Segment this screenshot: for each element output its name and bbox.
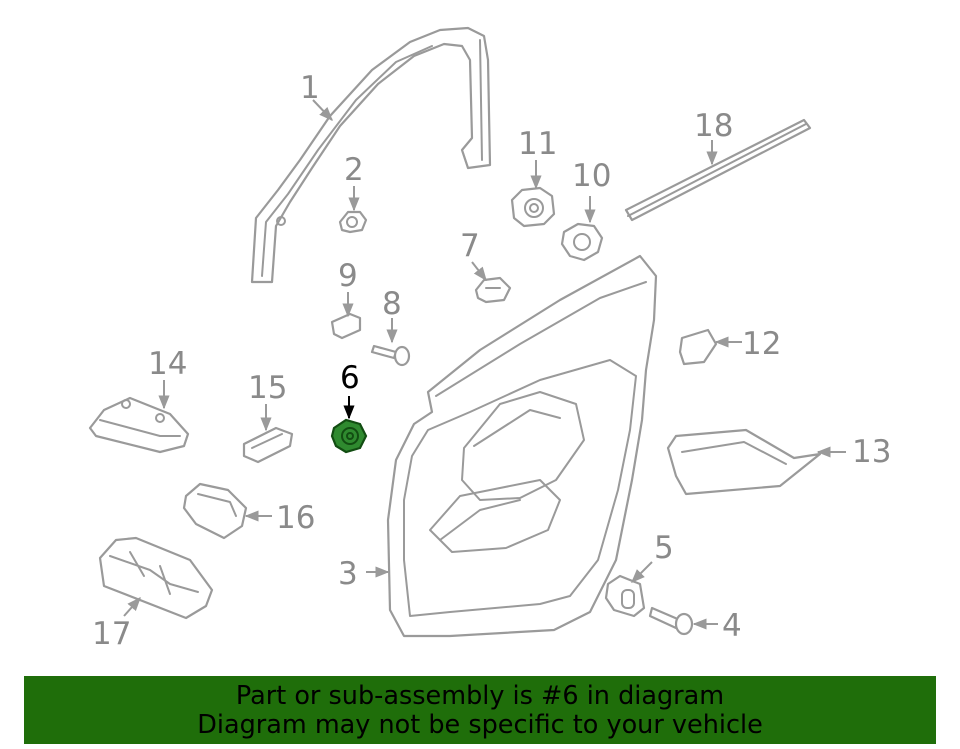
part-10-tweeter [560, 222, 604, 262]
part-4-screw [648, 606, 694, 636]
part-17-master-switch [98, 536, 214, 620]
callout-4: 4 [722, 608, 742, 644]
part-7-bracket [474, 276, 512, 304]
callout-13: 13 [852, 434, 891, 470]
callout-15: 15 [248, 370, 287, 406]
callout-2: 2 [344, 152, 364, 188]
callout-14: 14 [148, 346, 187, 382]
callout-18: 18 [694, 108, 733, 144]
callout-3: 3 [338, 556, 358, 592]
banner-line-2: Diagram may not be specific to your vehi… [197, 710, 763, 740]
part-14-switch-base [88, 396, 190, 454]
parts-diagram: 1 2 3 4 5 6 7 8 9 10 11 12 13 14 15 16 1… [88, 26, 891, 652]
part-11-speaker [510, 186, 556, 228]
callout-9: 9 [338, 258, 358, 294]
part-16-switch [182, 482, 248, 540]
callout-7: 7 [460, 228, 480, 264]
callout-1: 1 [300, 70, 320, 106]
part-9-clip [330, 312, 362, 340]
callout-11: 11 [518, 126, 557, 162]
part-5-clip [604, 574, 646, 618]
callout-12: 12 [742, 326, 781, 362]
callout-17: 17 [92, 616, 131, 652]
callout-6: 6 [340, 360, 360, 396]
callout-8: 8 [382, 286, 402, 322]
part-2-clip [338, 210, 368, 234]
part-12-bracket [678, 328, 718, 366]
part-15-switch [242, 426, 294, 464]
leader-lines [123, 99, 846, 630]
callout-labels: 1 2 3 4 5 6 7 8 9 10 11 12 13 14 15 16 1… [92, 70, 891, 652]
callout-5: 5 [654, 530, 674, 566]
callout-10: 10 [572, 158, 611, 194]
part-8-screw [370, 344, 411, 367]
banner-line-1: Part or sub-assembly is #6 in diagram [235, 681, 725, 711]
part-18-belt-moulding [624, 118, 812, 222]
callout-16: 16 [276, 500, 315, 536]
info-banner: Part or sub-assembly is #6 in diagram Di… [24, 676, 936, 744]
part-1-window-channel [250, 26, 492, 284]
part-3-door-trim-panel [386, 254, 658, 638]
part-6-grommet-highlighted [330, 418, 368, 454]
part-13-pocket [666, 428, 822, 496]
